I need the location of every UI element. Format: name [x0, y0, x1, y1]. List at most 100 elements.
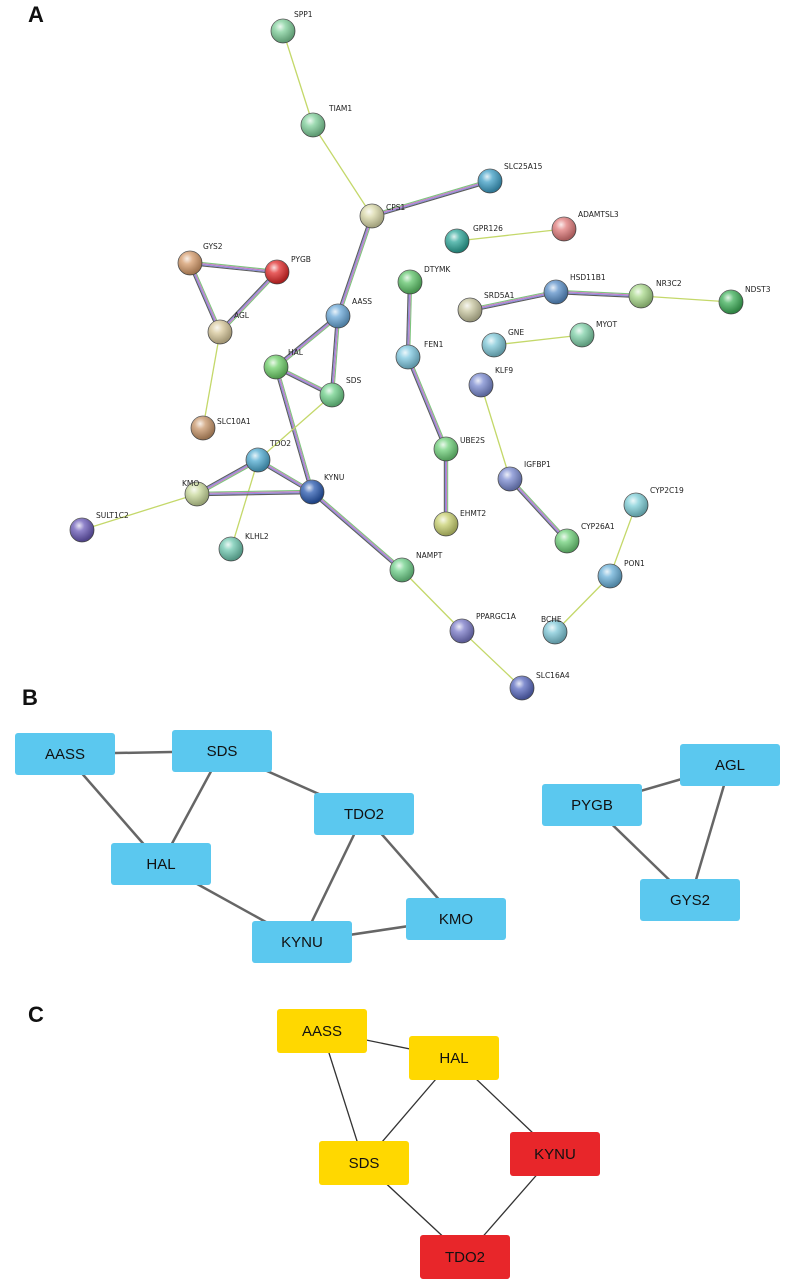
a-node-label-cps1: CPS1 — [386, 203, 406, 212]
a-node-label-sds: SDS — [346, 376, 362, 385]
a-node-label-kynu: KYNU — [324, 473, 344, 482]
b-node-label-kmo: KMO — [439, 911, 473, 928]
a-edge-agl-slc10a1 — [202, 331, 221, 429]
a-node-label-slc16a4: SLC16A4 — [536, 671, 570, 680]
a-node-label-dtymk: DTYMK — [424, 265, 451, 274]
b-node-tdo2: TDO2 — [314, 793, 414, 835]
b-node-label-pygb: PYGB — [571, 797, 613, 814]
b-edge-tdo2-kynu — [300, 813, 366, 943]
a-node-label-pon1: PON1 — [624, 559, 645, 568]
a-node-slc16a4: SLC16A4 — [509, 671, 570, 701]
b-node-label-agl: AGL — [715, 757, 745, 774]
a-edge-ube2s-ehmt2 — [443, 449, 449, 524]
a-node-ball-igfbp1 — [497, 466, 523, 492]
a-node-label-hal: HAL — [288, 348, 304, 357]
c-node-sds: SDS — [319, 1141, 409, 1185]
c-node-hal: HAL — [409, 1036, 499, 1080]
a-node-ball-spp1 — [270, 18, 296, 44]
a-node-label-ppargc1a: PPARGC1A — [476, 612, 517, 621]
a-node-aass: AASS — [325, 297, 372, 329]
a-node-ball-gpr126 — [444, 228, 470, 254]
c-node-box-kynu — [510, 1132, 600, 1176]
a-node-adamtsl3: ADAMTSL3 — [551, 210, 619, 242]
c-node-box-aass — [277, 1009, 367, 1053]
a-node-hal: HAL — [263, 348, 304, 380]
a-edge-sds-tdo2 — [257, 394, 333, 461]
a-node-ball-ppargc1a — [449, 618, 475, 644]
a-node-kmo: KMO — [182, 479, 210, 507]
a-node-label-gne: GNE — [508, 328, 524, 337]
a-node-dtymk: DTYMK — [397, 265, 451, 295]
a-node-label-cyp26a1: CYP26A1 — [581, 522, 615, 531]
b-node-box-pygb — [542, 784, 642, 826]
a-node-ball-hsd11b1 — [543, 279, 569, 305]
a-node-label-cyp2c19: CYP2C19 — [650, 486, 684, 495]
a-node-ball-gne — [481, 332, 507, 358]
b-node-gys2: GYS2 — [640, 879, 740, 921]
a-node-slc10a1: SLC10A1 — [190, 415, 251, 441]
a-node-ube2s: UBE2S — [433, 436, 485, 462]
a-node-label-ehmt2: EHMT2 — [460, 509, 486, 518]
a-edge-aass-sds — [329, 315, 341, 396]
a-edge-cps1-aass — [335, 215, 375, 317]
a-node-klhl2: KLHL2 — [218, 532, 269, 562]
panel-label-c: C — [28, 1002, 44, 1027]
a-node-pygb: PYGB — [264, 255, 311, 285]
b-node-agl: AGL — [680, 744, 780, 786]
a-node-ball-sult1c2 — [69, 517, 95, 543]
a-node-ball-nampt — [389, 557, 415, 583]
c-node-box-sds — [319, 1141, 409, 1185]
a-edge-ppargc1a-slc16a4 — [461, 630, 523, 689]
a-node-ball-cyp2c19 — [623, 492, 649, 518]
a-node-sds: SDS — [319, 376, 362, 408]
c-node-box-tdo2 — [420, 1235, 510, 1279]
a-node-ball-tiam1 — [300, 112, 326, 138]
a-node-ehmt2: EHMT2 — [433, 509, 486, 537]
a-node-myot: MYOT — [569, 320, 618, 348]
a-node-ball-pygb — [264, 259, 290, 285]
a-node-ball-ndst3 — [718, 289, 744, 315]
a-edge-nr3c2-ndst3 — [640, 295, 732, 303]
b-edge-agl-gys2 — [688, 764, 732, 901]
b-node-label-tdo2: TDO2 — [344, 806, 384, 823]
panel-label-b: B — [22, 685, 38, 710]
b-node-pygb: PYGB — [542, 784, 642, 826]
b-node-box-sds — [172, 730, 272, 772]
c-node-label-sds: SDS — [349, 1155, 380, 1172]
c-node-label-tdo2: TDO2 — [445, 1249, 485, 1266]
a-node-label-fen1: FEN1 — [424, 340, 444, 349]
a-node-ball-sds — [319, 382, 345, 408]
panel-a-nodes: SPP1TIAM1CPS1SLC25A15ADAMTSL3GPR126GYS2P… — [69, 10, 771, 701]
b-node-label-sds: SDS — [207, 743, 238, 760]
a-node-label-agl: AGL — [234, 311, 250, 320]
a-edge-nampt-ppargc1a — [401, 569, 463, 632]
panel-label-a: A — [28, 2, 44, 27]
a-edge-fen1-ube2s — [405, 356, 449, 450]
a-node-slc25a15: SLC25A15 — [477, 162, 543, 194]
b-node-box-kmo — [406, 898, 506, 940]
a-node-ball-fen1 — [395, 344, 421, 370]
a-node-label-slc10a1: SLC10A1 — [217, 417, 251, 426]
a-node-label-nr3c2: NR3C2 — [656, 279, 682, 288]
a-node-label-aass: AASS — [352, 297, 372, 306]
a-node-label-hsd11b1: HSD11B1 — [570, 273, 606, 282]
b-node-kmo: KMO — [406, 898, 506, 940]
a-node-fen1: FEN1 — [395, 340, 444, 370]
a-node-label-ndst3: NDST3 — [745, 285, 771, 294]
b-node-label-gys2: GYS2 — [670, 892, 710, 909]
a-node-label-tdo2: TDO2 — [269, 439, 291, 448]
a-node-label-klhl2: KLHL2 — [245, 532, 269, 541]
a-node-label-igfbp1: IGFBP1 — [524, 460, 551, 469]
a-edge-tiam1-cps1 — [312, 124, 373, 217]
b-node-kynu: KYNU — [252, 921, 352, 963]
a-node-label-gys2: GYS2 — [203, 242, 223, 251]
a-node-ball-ehmt2 — [433, 511, 459, 537]
a-node-ball-myot — [569, 322, 595, 348]
b-node-label-kynu: KYNU — [281, 934, 323, 951]
b-node-aass: AASS — [15, 733, 115, 775]
a-node-label-ube2s: UBE2S — [460, 436, 485, 445]
a-node-ball-gys2 — [177, 250, 203, 276]
